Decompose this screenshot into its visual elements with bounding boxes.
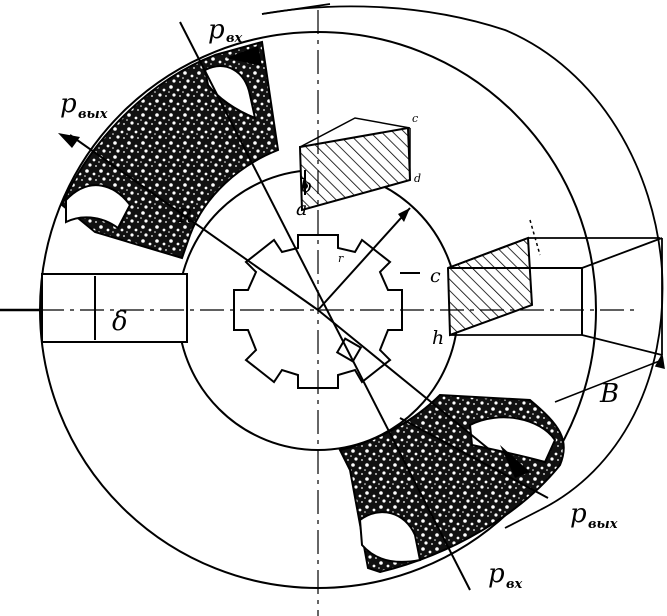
svg-text:вых: вых xyxy=(588,517,618,532)
label-point-d: d xyxy=(414,172,421,185)
label-p-in-top: p вх xyxy=(208,15,243,46)
svg-text:p: p xyxy=(208,15,225,45)
pressure-chamber-upper-left xyxy=(60,40,280,260)
svg-text:вх: вх xyxy=(226,31,243,46)
radius-arrow-head xyxy=(398,208,410,222)
dimension-B xyxy=(554,352,665,403)
label-radius-R: R xyxy=(177,205,192,227)
svg-text:p: p xyxy=(570,499,587,529)
label-point-a: a xyxy=(296,198,307,220)
label-p-in-bottom: p вх xyxy=(488,559,523,592)
label-radius-r: r xyxy=(338,252,344,265)
label-width-B: B xyxy=(599,379,619,409)
label-delta: δ xyxy=(112,307,128,337)
svg-text:p: p xyxy=(60,89,77,119)
key-slot xyxy=(335,337,363,363)
svg-text:вых: вых xyxy=(78,107,108,122)
svg-text:вх: вх xyxy=(506,577,523,592)
center-lines xyxy=(0,10,640,616)
left-vane-slot xyxy=(41,273,188,343)
svg-text:p: p xyxy=(488,559,505,589)
housing-back-outline xyxy=(261,3,664,529)
vertex-marks xyxy=(302,170,541,274)
p-out-left-arrow xyxy=(58,133,80,148)
label-point-c: c xyxy=(430,265,441,287)
label-point-b: b xyxy=(300,175,312,197)
label-point-h: h xyxy=(432,327,444,349)
pressure-chamber-lower-right xyxy=(338,393,565,574)
label-point-e: c xyxy=(412,112,418,125)
axis-diagonals xyxy=(69,21,549,591)
vane-right-hatched xyxy=(446,236,663,356)
label-p-out-right: p вых xyxy=(570,499,618,532)
label-p-out-left: p вых xyxy=(60,89,108,122)
